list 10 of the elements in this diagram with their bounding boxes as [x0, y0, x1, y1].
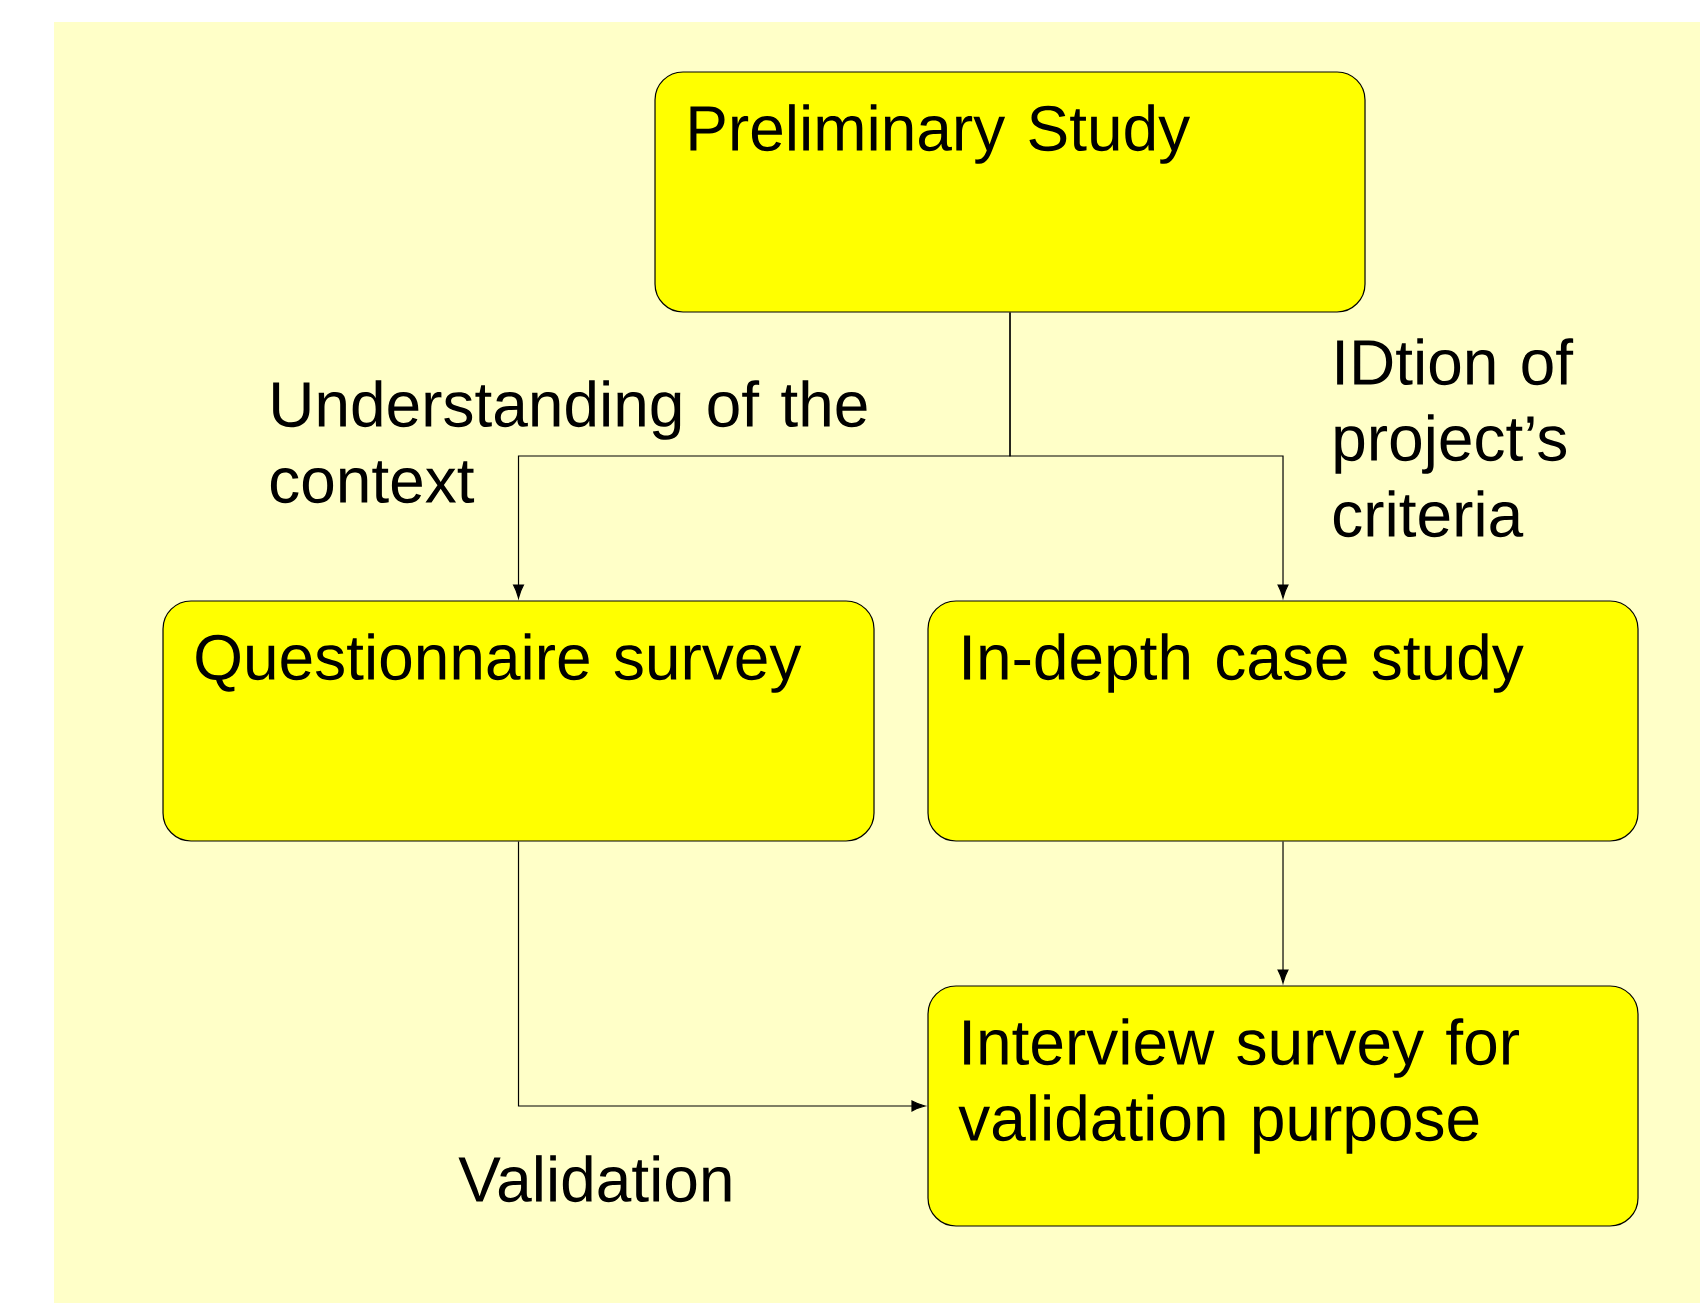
- arrow: [1277, 841, 1289, 984]
- edge-label: Validation: [458, 1155, 731, 1203]
- process-box: Preliminary Study: [654, 71, 1366, 313]
- arrow: [517, 841, 926, 1112]
- arrow: [1009, 311, 1289, 599]
- process-box: In-depth case study: [927, 600, 1639, 842]
- process-box: Questionnaire survey: [162, 600, 875, 842]
- edge-label: IDtion of project’s criteria: [1333, 338, 1574, 538]
- process-box: Interview survey for validation purpose: [927, 985, 1639, 1227]
- edge-label: Understanding of the context: [270, 380, 867, 504]
